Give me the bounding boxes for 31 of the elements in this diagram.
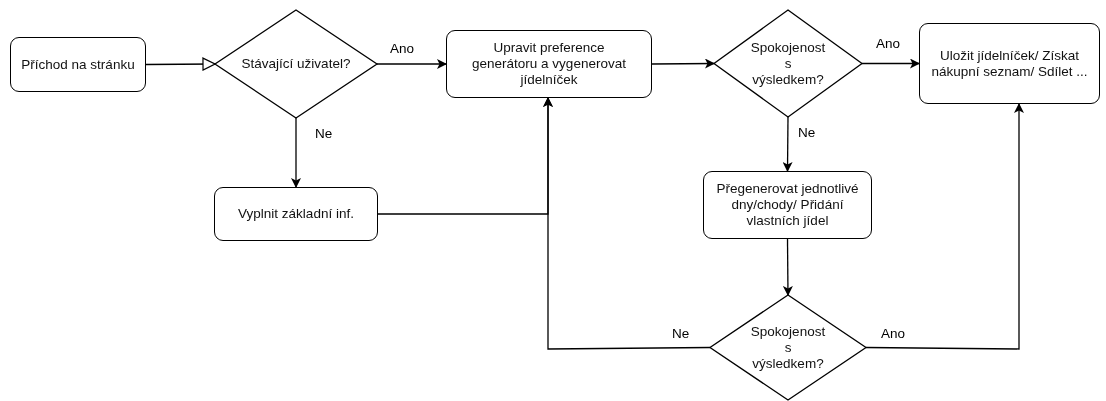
- decision-diamond: [215, 10, 377, 118]
- arrow: [782, 116, 793, 172]
- process-box: [446, 30, 652, 98]
- arrow: [861, 58, 920, 69]
- edge-label: Ne: [314, 126, 334, 141]
- edge-label: Ano: [875, 36, 902, 51]
- node-text: Spokojenost s výsledkem?: [749, 39, 827, 88]
- node-text: Příchod na stránku: [20, 56, 136, 73]
- edge-label: Ano: [389, 41, 416, 56]
- process-box: [703, 171, 872, 239]
- node-text: Upravit preference generátoru a vygenerovat jídelníček: [471, 40, 627, 88]
- node-text: Vyplnit základní inf.: [237, 206, 355, 222]
- edge-label: Ano: [880, 326, 907, 341]
- arrow: [543, 97, 711, 350]
- arrow: [782, 238, 793, 296]
- node-text: Přegenerovat jednotlivé dny/chody/ Přidání vlastních jídel: [715, 181, 860, 229]
- arrow: [865, 103, 1024, 350]
- arrow: [651, 58, 715, 69]
- edge-label: Ne: [671, 326, 691, 341]
- arrow: [145, 57, 216, 71]
- process-box: [214, 187, 378, 241]
- decision-diamond: [710, 295, 866, 400]
- decision-diamond: [714, 10, 862, 117]
- node-text: Spokojenost s výsledkem?: [749, 323, 827, 372]
- arrow: [291, 117, 301, 188]
- arrow: [376, 59, 447, 69]
- process-box: [919, 23, 1100, 104]
- process-box: [10, 37, 146, 92]
- node-text: Stávající uživatel?: [240, 56, 352, 72]
- node-text: Uložit jídelníček/ Získat nákupní seznam/ Sdílet ...: [930, 47, 1089, 80]
- edge-label: Ne: [797, 125, 817, 140]
